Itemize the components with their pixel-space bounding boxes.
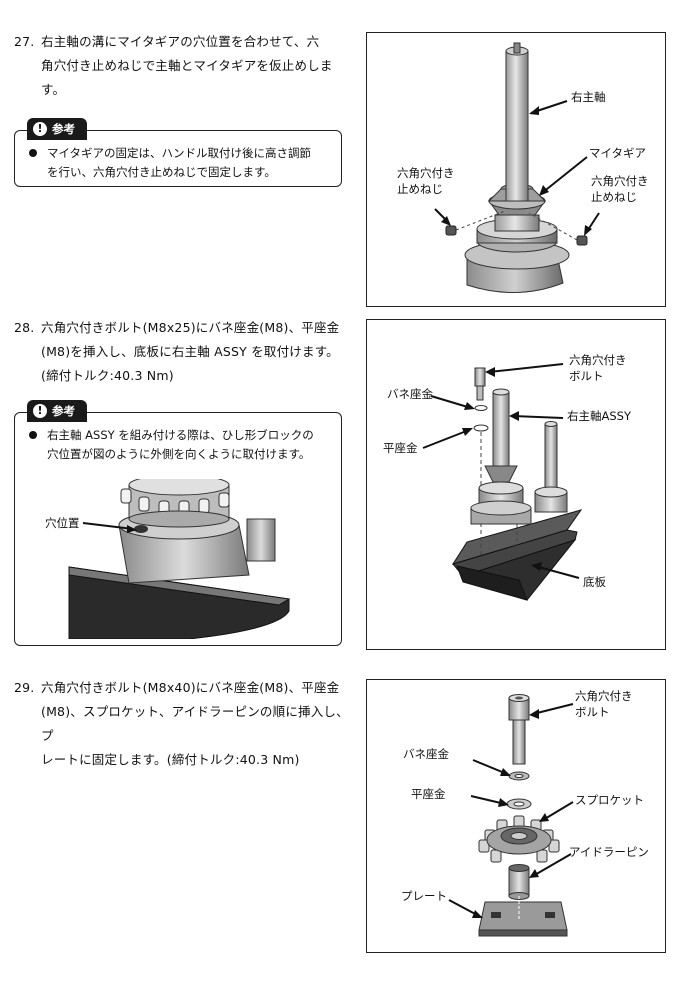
label-spring-washer: バネ座金 [403,747,449,761]
figure-28: 六角穴付き ボルト バネ座金 右主軸ASSY 平座金 底板 [366,319,666,650]
step-number: 28. [14,320,35,335]
label-main-shaft: 右主軸 [571,90,606,104]
label-flat-washer: 平座金 [383,441,418,455]
label-left-screw: 六角穴付き 止めねじ [397,166,455,196]
figure-29: 六角穴付き ボルト バネ座金 平座金 スプロケット アイドラーピン プレート [366,679,666,953]
diamond-block-inset-illustration [68,479,291,639]
label-spring-washer: バネ座金 [387,387,433,401]
reference-note-28: !参考 右主軸 ASSY を組み付ける際は、ひし形ブロックの 穴位置が図のように… [14,400,342,646]
label-hole-position: 穴位置 [45,516,80,530]
bullet-icon [29,431,37,439]
shaft-assy-base-illustration [422,363,583,601]
sprocket-idler-illustration [448,694,574,937]
step-28-text: 28.六角穴付きボルト(M8x25)にバネ座金(M8)、平座金 (M8)を挿入し… [14,316,354,388]
step-29-text: 29.六角穴付きボルト(M8x40)にバネ座金(M8)、平座金 (M8)、スプロ… [14,676,354,772]
label-right-screw: 六角穴付き 止めねじ [591,174,649,204]
label-shaft-assy: 右主軸ASSY [567,409,631,423]
label-base-plate: 底板 [583,575,606,589]
label-miter-gear: マイタギア [589,146,647,160]
reference-note-27: !参考 マイタギアの固定は、ハンドル取付け後に高さ調節 を行い、六角穴付き止めね… [14,118,342,187]
step-number: 29. [14,680,35,695]
label-idler-pin: アイドラーピン [569,845,649,859]
bullet-icon [29,149,37,157]
note-tab: !参考 [27,118,87,140]
exclamation-icon: ! [33,404,47,418]
label-plate: プレート [401,889,447,903]
label-bolt: 六角穴付き ボルト [569,353,627,383]
figure-27: 右主軸 マイタギア 六角穴付き 止めねじ 六角穴付き 止めねじ [366,32,666,307]
step-number: 27. [14,34,35,49]
main-shaft-gear-illustration [434,42,600,293]
label-sprocket: スプロケット [575,793,644,807]
note-tab: !参考 [27,400,87,422]
exclamation-icon: ! [33,122,47,136]
label-flat-washer: 平座金 [411,787,446,801]
step-27-text: 27.右主軸の溝にマイタギアの穴位置を合わせて、六 角穴付き止めねじで主軸とマイ… [14,30,354,102]
label-bolt: 六角穴付き ボルト [575,689,633,719]
